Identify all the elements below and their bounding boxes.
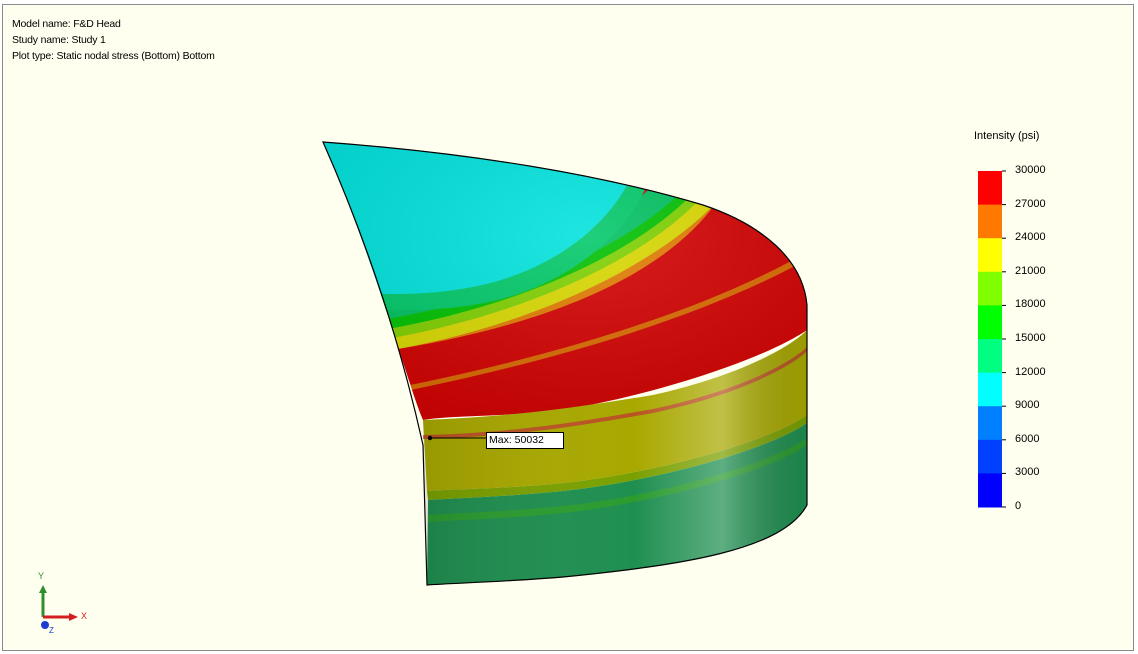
legend-tick-label: 0 bbox=[1015, 500, 1022, 512]
legend-tick-label: 24000 bbox=[1015, 231, 1046, 244]
legend-swatch bbox=[978, 339, 1002, 374]
legend-tick-label: 12000 bbox=[1015, 365, 1046, 378]
study-name-text: Study name: Study 1 bbox=[12, 34, 106, 46]
x-arrowhead-icon bbox=[69, 613, 78, 621]
legend-swatch bbox=[978, 439, 1002, 474]
model-view bbox=[39, 141, 1006, 629]
x-axis-label: X bbox=[81, 611, 88, 621]
legend-swatch bbox=[978, 271, 1002, 306]
legend-swatch bbox=[978, 171, 1002, 206]
y-arrowhead-icon bbox=[39, 585, 47, 593]
legend-tick-label: 27000 bbox=[1015, 197, 1046, 210]
legend-swatch bbox=[978, 473, 1002, 508]
z-axis-label: Z bbox=[49, 626, 54, 635]
plot-type-text: Plot type: Static nodal stress (Bottom) … bbox=[12, 50, 215, 62]
model-outline bbox=[322, 141, 808, 586]
legend-swatch bbox=[978, 238, 1002, 273]
legend-tick-label: 3000 bbox=[1015, 466, 1040, 479]
legend-tick-label: 21000 bbox=[1015, 264, 1046, 277]
legend-tick-label: 18000 bbox=[1015, 298, 1046, 311]
model-name-text: Model name: F&D Head bbox=[12, 18, 121, 30]
legend-tick-label: 9000 bbox=[1015, 399, 1040, 412]
legend-swatch bbox=[978, 406, 1002, 441]
orientation-triad bbox=[39, 585, 78, 629]
z-axis-dot bbox=[41, 621, 49, 629]
plot-info: Model name: F&D Head Study name: Study 1… bbox=[12, 16, 215, 64]
graphics-viewport[interactable]: Model name: F&D Head Study name: Study 1… bbox=[2, 4, 1134, 651]
legend-tick-label: 15000 bbox=[1015, 332, 1046, 344]
legend-swatch bbox=[978, 204, 1002, 239]
y-axis-label: Y bbox=[38, 571, 45, 581]
max-marker-dot bbox=[427, 435, 433, 441]
legend-title: Intensity (psi) bbox=[974, 130, 1040, 142]
cylinder-side bbox=[423, 330, 807, 585]
legend-swatch bbox=[978, 305, 1002, 340]
legend-tick-label: 6000 bbox=[1015, 432, 1040, 445]
legend-color-bar bbox=[978, 170, 1006, 508]
legend-swatch bbox=[978, 372, 1002, 407]
max-value-label: Max: 50032 bbox=[486, 432, 564, 449]
legend-tick-label: 30000 bbox=[1015, 164, 1046, 176]
